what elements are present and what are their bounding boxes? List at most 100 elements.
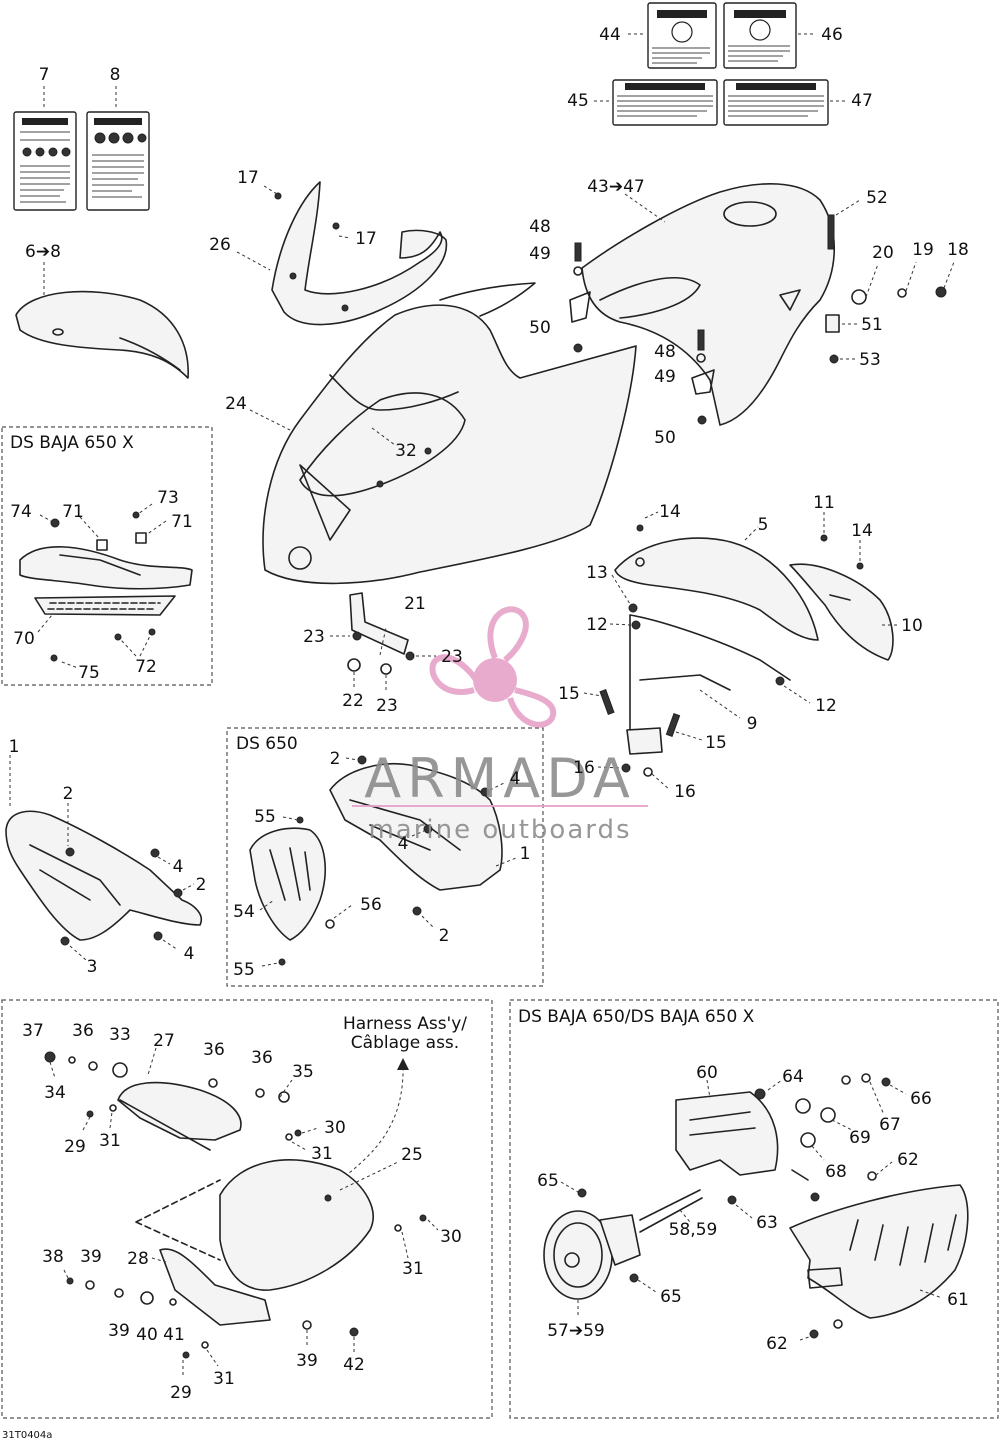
screw-55a [296, 816, 304, 824]
callout-4b: 4 [184, 944, 195, 964]
callout-51: 51 [861, 315, 883, 335]
washer-62-top [867, 1171, 877, 1181]
headlight-25-guides [135, 1179, 221, 1261]
section-ds650-frame [226, 727, 544, 987]
callout-15b: 15 [705, 733, 727, 753]
leader-29a [82, 1116, 91, 1131]
screw-65b [629, 1273, 639, 1283]
callout-37: 37 [22, 1021, 44, 1041]
label-47-header [736, 83, 816, 90]
bracket-27 [117, 1081, 242, 1141]
leader-55b [261, 962, 279, 967]
nut-37 [44, 1051, 56, 1063]
leader-24 [249, 409, 291, 431]
callout-27: 27 [153, 1031, 175, 1051]
front-bumper-part [5, 755, 202, 961]
callout-39c: 39 [296, 1351, 318, 1371]
headlamp-housing [599, 1214, 641, 1266]
front-cowl-part [249, 282, 637, 585]
nut-74 [50, 518, 60, 528]
nut-62b [809, 1329, 819, 1339]
callout-2c: 2 [330, 749, 341, 769]
cowl-24-fin [439, 282, 536, 317]
screw-29b [182, 1351, 190, 1359]
callout-60: 60 [696, 1063, 718, 1083]
callout-23a: 23 [303, 627, 325, 647]
callout-70: 70 [13, 629, 35, 649]
label-46-pictogram [749, 19, 771, 41]
cowl-24-lamp [288, 546, 312, 570]
washer-36b [208, 1078, 218, 1088]
label-8-icon-c [122, 132, 134, 144]
washer-31d [201, 1341, 209, 1349]
callout-55a: 55 [254, 807, 276, 827]
callout-42: 42 [343, 1355, 365, 1375]
screw-14a [636, 524, 644, 532]
screw-13 [628, 603, 638, 613]
callout-32: 32 [395, 441, 417, 461]
callout-45: 45 [567, 91, 589, 111]
leader-31d [206, 1349, 219, 1367]
leader-4b [162, 939, 179, 951]
callout-12b: 12 [815, 696, 837, 716]
callout-4c: 4 [510, 769, 521, 789]
callout-48b: 48 [654, 342, 676, 362]
leader-31b [291, 1141, 307, 1151]
leader-16b [651, 773, 671, 791]
label-45-text-lines [617, 95, 713, 117]
callout-31d: 31 [213, 1369, 235, 1389]
callout-29a: 29 [64, 1137, 86, 1157]
section-title-ds650: DS 650 [236, 734, 298, 754]
screw-14b [856, 562, 864, 570]
callout-56: 56 [360, 895, 382, 915]
callout-71a: 71 [62, 502, 84, 522]
nut-50b [697, 415, 707, 425]
callout-19: 19 [912, 240, 934, 260]
washer-31b [285, 1133, 293, 1141]
callout-62b: 62 [766, 1334, 788, 1354]
watermark-tagline: marine outboards [368, 815, 631, 845]
label-sticker-47 [723, 79, 829, 126]
callout-49b: 49 [654, 367, 676, 387]
leader-4d [411, 830, 425, 837]
leader-28 [151, 1257, 167, 1263]
cowl-24-vent [299, 464, 351, 541]
screw-32 [424, 447, 432, 455]
warning-labels-group [594, 2, 846, 126]
leader-30b [427, 1219, 439, 1231]
callout-4a: 4 [173, 857, 184, 877]
leader-5 [744, 526, 759, 541]
diagram-code: 31T0404a [2, 1430, 52, 1441]
callout-50a: 50 [529, 318, 551, 338]
label-7-header [22, 118, 68, 125]
washer-36a [88, 1061, 98, 1071]
skid-plate-70 [34, 595, 176, 616]
leader-74 [39, 514, 54, 523]
label-44-pictogram [671, 21, 693, 43]
washer-23c [380, 663, 392, 675]
leader-15a [583, 692, 603, 697]
bumper-x-brace [59, 554, 141, 576]
callout-36c: 36 [251, 1048, 273, 1068]
tank-cover-part [569, 183, 955, 426]
leader-26 [236, 251, 271, 271]
leader-63 [735, 1204, 753, 1219]
leader-4a [157, 856, 171, 865]
section-baja-x-frame [1, 426, 213, 686]
grommet-40 [140, 1291, 154, 1305]
watermark-propeller-icon [429, 606, 557, 728]
trim-26-bolt-b [341, 304, 349, 312]
leader-72b [139, 635, 151, 657]
leader-25 [339, 1161, 399, 1191]
label-8-icon-b [108, 132, 120, 144]
leader-75 [61, 661, 79, 669]
leader-4c [489, 781, 507, 791]
callout-39a: 39 [80, 1247, 102, 1267]
washer-39b [114, 1288, 124, 1298]
tank-cover-cap [723, 201, 777, 227]
label-7-lines-a [20, 131, 70, 141]
leader-2b [182, 883, 195, 891]
leader-55a [282, 816, 299, 821]
callout-71b: 71 [171, 512, 193, 532]
